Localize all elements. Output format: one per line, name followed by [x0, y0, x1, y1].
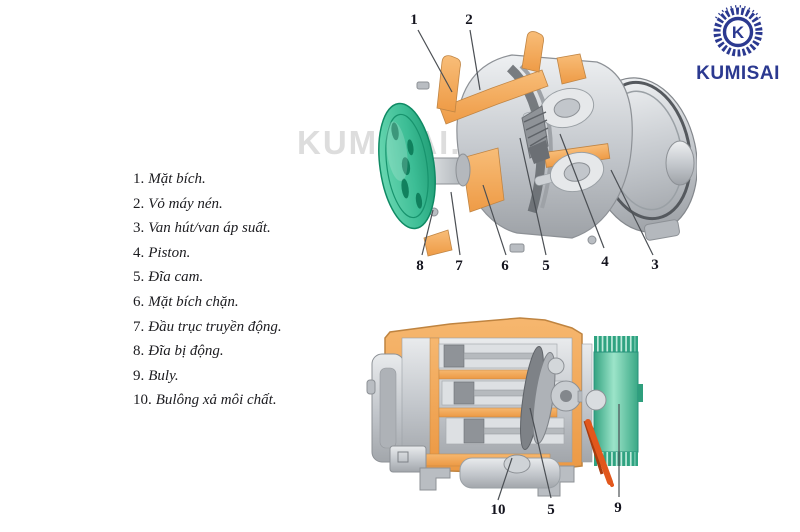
item-label: Đĩa bị động.	[148, 343, 224, 360]
list-item: 10.Bulông xả môi chất.	[133, 388, 282, 413]
list-item: 6.Mặt bích chặn.	[133, 290, 282, 315]
callout-10: 10	[490, 502, 506, 518]
leader-lines	[417, 29, 654, 256]
item-label: Piston.	[148, 244, 191, 261]
callout-9: 9	[614, 500, 622, 516]
mounting-feet-and-sump	[389, 445, 575, 497]
item-label: Vỏ máy nén.	[148, 195, 223, 212]
laurel-wreath-icon	[713, 7, 763, 57]
callout-6: 6	[501, 258, 509, 274]
item-number: 4.	[133, 244, 145, 261]
drain-plug	[503, 454, 531, 474]
item-number: 9.	[133, 367, 145, 384]
bevel-gear	[521, 105, 550, 164]
callout-5-top: 5	[542, 258, 550, 274]
parts-list: 1.Mặt bích. 2.Vỏ máy nén. 3.Van hút/van …	[133, 167, 282, 413]
callout-2: 2	[465, 12, 473, 28]
driven-plate-green-disc	[378, 102, 436, 230]
pulley-green	[585, 336, 643, 466]
brand-name: KUMISAI	[696, 63, 780, 84]
monogram-circle-icon	[722, 16, 754, 48]
item-label: Đĩa cam.	[148, 269, 204, 286]
front-end-cap	[366, 353, 405, 463]
item-number: 3.	[133, 220, 145, 237]
list-item: 3.Van hút/van áp suất.	[133, 216, 282, 241]
item-label: Bulông xả môi chất.	[155, 392, 277, 409]
item-label: Mặt bích chặn.	[148, 293, 239, 310]
rear-foot	[644, 219, 680, 241]
item-number: 5.	[133, 269, 145, 286]
item-number: 10.	[133, 392, 152, 409]
list-item: 7.Đầu trục truyền động.	[133, 315, 282, 340]
list-item: 2.Vỏ máy nén.	[133, 192, 282, 217]
monogram-letter: K	[732, 23, 745, 42]
callout-4: 4	[601, 254, 609, 270]
compressor-side-section-figure	[366, 317, 643, 501]
list-item: 5.Đĩa cam.	[133, 265, 282, 290]
item-label: Đầu trục truyền động.	[148, 318, 282, 335]
callout-5-bottom: 5	[547, 502, 555, 518]
list-item: 9.Buly.	[133, 364, 282, 389]
callout-8: 8	[416, 258, 424, 274]
leader-lines	[497, 404, 620, 501]
item-label: Van hút/van áp suất.	[148, 220, 271, 237]
callout-1: 1	[410, 12, 418, 28]
callout-7: 7	[455, 258, 463, 274]
list-item: 4.Piston.	[133, 241, 282, 266]
list-item: 1.Mặt bích.	[133, 167, 282, 192]
compressor-perspective-cutaway-figure	[378, 29, 697, 257]
item-number: 1.	[133, 171, 145, 187]
item-number: 7.	[133, 318, 145, 335]
piston-cylinder-lower	[534, 151, 605, 193]
callout-3: 3	[651, 257, 659, 273]
item-number: 6.	[133, 293, 145, 310]
refrigerant-arrow	[583, 419, 614, 487]
kumisai-logo-emblem: K	[713, 5, 763, 57]
item-number: 2.	[133, 195, 145, 212]
item-label: Mặt bích.	[148, 171, 206, 187]
item-number: 8.	[133, 343, 145, 360]
kumisai-logo: K KUMISAI	[690, 4, 786, 85]
rear-hub	[665, 140, 695, 186]
list-item: 8.Đĩa bị động.	[133, 339, 282, 364]
item-label: Buly.	[148, 367, 179, 384]
